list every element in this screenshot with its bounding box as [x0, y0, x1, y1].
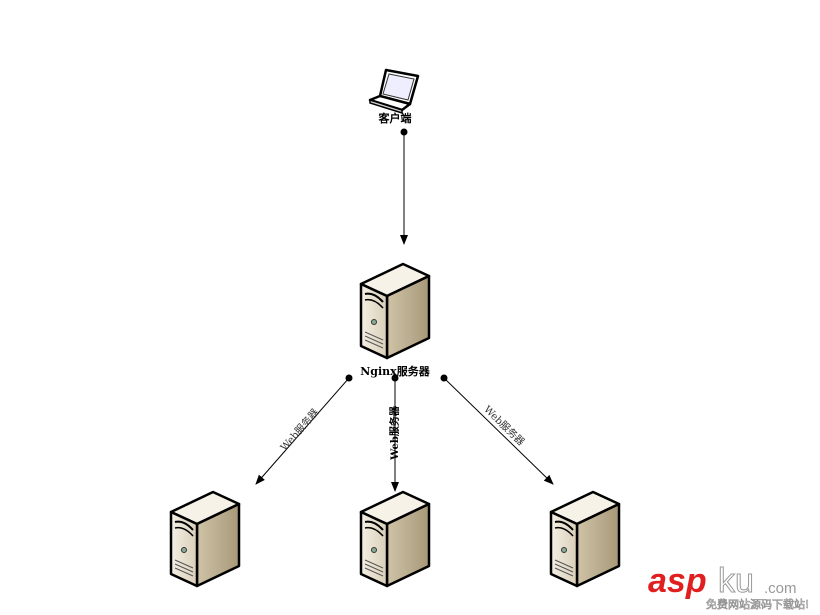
- server-icon: [359, 262, 431, 360]
- client-node[interactable]: 客户端: [368, 68, 420, 125]
- laptop-icon: [368, 68, 420, 115]
- nginx-label: Nginx服务器: [360, 364, 430, 378]
- client-label: 客户端: [378, 111, 412, 125]
- svg-text:.com: .com: [764, 580, 797, 597]
- nginx-node[interactable]: Nginx服务器: [359, 262, 431, 378]
- web-server-middle-icon[interactable]: [359, 490, 431, 588]
- web-server-left-icon[interactable]: [169, 490, 241, 588]
- svg-text:ku: ku: [718, 562, 754, 600]
- svg-text:asp: asp: [648, 562, 707, 600]
- edge-nginx-web-left: Web服务器: [255, 374, 353, 485]
- edge-label: Web服务器: [481, 403, 527, 448]
- svg-text:免费网站源码下载站!: 免费网站源码下载站!: [706, 597, 809, 611]
- edge-label: Web服务器: [388, 405, 401, 461]
- edge-nginx-web-right: Web服务器: [440, 374, 554, 485]
- edge-label: Web服务器: [277, 406, 321, 454]
- web-server-right-icon[interactable]: [549, 490, 621, 588]
- watermark-logo: asp ku .com 免费网站源码下载站!: [648, 562, 810, 612]
- edge-client-nginx: [400, 128, 408, 245]
- edge-nginx-web-middle: Web服务器: [388, 374, 401, 492]
